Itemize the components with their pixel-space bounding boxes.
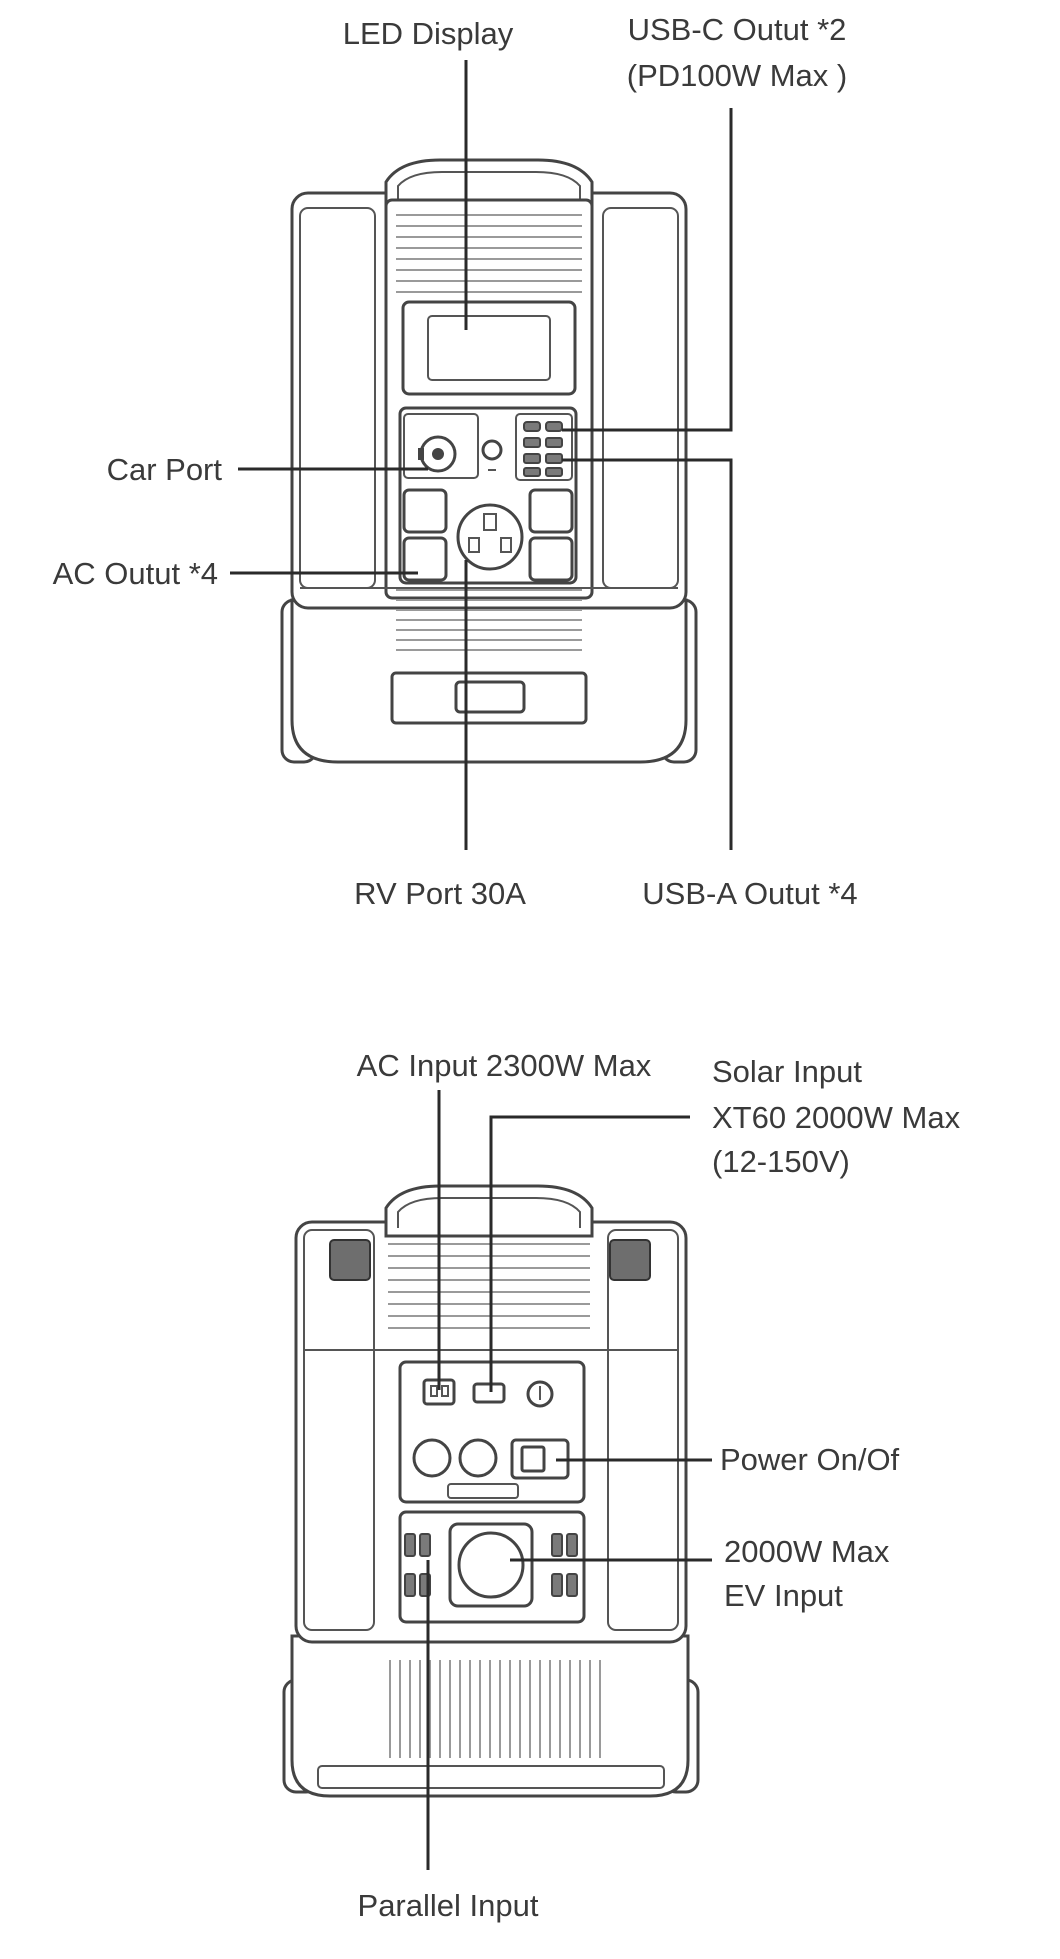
front-leader-lines bbox=[230, 60, 733, 850]
label-usb-c-line2: (PD100W Max ) bbox=[627, 58, 847, 93]
front-top-vent bbox=[396, 214, 582, 293]
back-top-vent bbox=[388, 1243, 590, 1329]
label-led-display: LED Display bbox=[343, 16, 514, 51]
label-rv-port: RV Port 30A bbox=[354, 876, 526, 911]
ev-input-socket bbox=[457, 1531, 525, 1599]
usb-port-block bbox=[515, 413, 573, 481]
ac-outlet-3 bbox=[528, 488, 574, 534]
back-socket-2 bbox=[458, 1438, 498, 1478]
back-device-drawing bbox=[282, 1184, 700, 1798]
label-car-port: Car Port bbox=[107, 452, 223, 487]
label-usb-a-output: USB-A Outut *4 bbox=[642, 876, 857, 911]
label-ev-line1: 2000W Max bbox=[724, 1534, 890, 1569]
right-side-pad bbox=[609, 1239, 651, 1281]
front-bottom-vent bbox=[396, 589, 582, 651]
led-display-screen bbox=[401, 300, 577, 396]
label-ev-line2: EV Input bbox=[724, 1578, 843, 1613]
label-parallel-input: Parallel Input bbox=[358, 1888, 539, 1923]
label-usb-c-line1: USB-C Outut *2 bbox=[628, 12, 847, 47]
label-solar-line2: XT60 2000W Max bbox=[712, 1100, 961, 1135]
back-view: AC Input 2300W Max Solar Input XT60 2000… bbox=[282, 1048, 961, 1923]
usb-a-leader bbox=[562, 458, 733, 850]
solar-input-leader bbox=[489, 1115, 690, 1392]
front-view: LED Display USB-C Outut *2 (PD100W Max )… bbox=[53, 12, 858, 911]
xt60-solar-socket bbox=[472, 1382, 506, 1404]
ac-outlet-1 bbox=[402, 488, 448, 534]
back-base-fins bbox=[389, 1660, 601, 1758]
front-device-drawing bbox=[280, 158, 698, 764]
ac-outlet-4 bbox=[528, 536, 574, 582]
label-solar-line3: (12-150V) bbox=[712, 1144, 850, 1179]
front-power-button bbox=[481, 439, 503, 461]
back-socket-1 bbox=[412, 1438, 452, 1478]
label-ac-output: AC Outut *4 bbox=[53, 556, 218, 591]
left-side-pad bbox=[329, 1239, 371, 1281]
label-solar-line1: Solar Input bbox=[712, 1054, 862, 1089]
label-power-switch: Power On/Of bbox=[720, 1442, 900, 1477]
usb-c-leader bbox=[562, 108, 733, 432]
back-leader-lines bbox=[426, 1090, 712, 1870]
ac-outlet-2 bbox=[402, 536, 448, 582]
label-ac-input: AC Input 2300W Max bbox=[357, 1048, 652, 1083]
